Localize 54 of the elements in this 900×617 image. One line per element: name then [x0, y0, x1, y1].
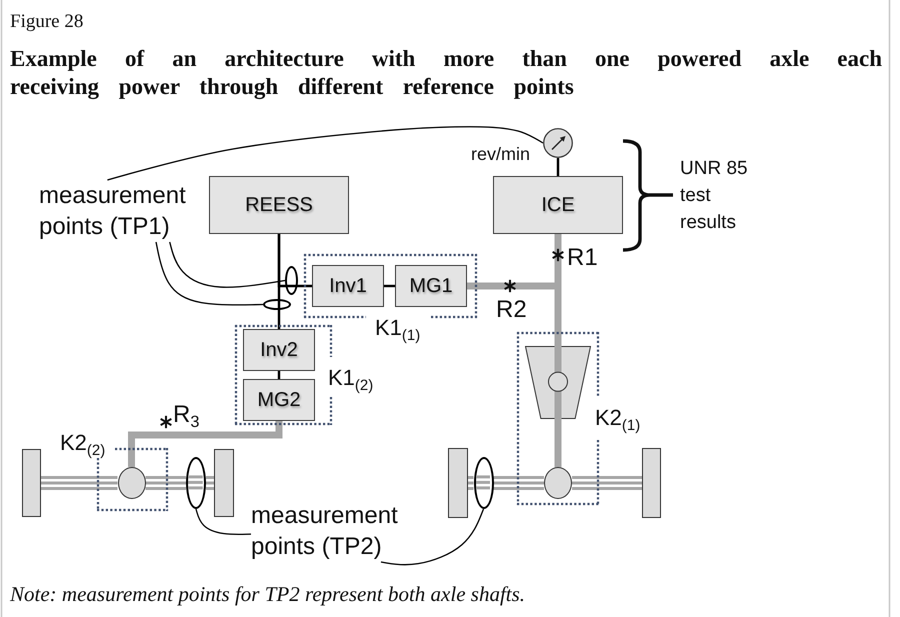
wheel-block	[448, 448, 468, 518]
leader-line	[380, 508, 484, 566]
axle-shaft	[204, 476, 216, 490]
leader-line	[195, 508, 252, 536]
clamp-ring	[285, 266, 298, 295]
component-box	[243, 329, 315, 371]
wire-line	[384, 284, 395, 288]
group-label: K2$_{(2)}$	[60, 430, 106, 456]
group-label: K2$_{(1)}$	[595, 405, 640, 431]
gauge-icon	[543, 128, 573, 158]
component-box	[312, 265, 384, 307]
wire-line	[556, 158, 560, 176]
gauge-label: rev/min	[471, 144, 530, 164]
wheel-block	[214, 449, 234, 517]
clamp-ring	[186, 457, 206, 509]
component-label: Inv1	[329, 274, 367, 298]
axle-shaft	[492, 476, 546, 490]
reference-point-label: R$_{3}$	[173, 403, 200, 427]
group-label: K1$_{(2)}$	[328, 365, 374, 391]
component-label: Inv2	[260, 338, 298, 362]
shaft-line	[128, 421, 282, 467]
component-box	[243, 379, 315, 421]
axle-shaft	[570, 476, 644, 490]
leader-line	[169, 242, 286, 288]
note-text: UNR 85 test results	[680, 157, 749, 235]
reference-point-label: R2	[496, 298, 527, 322]
differential-circle	[544, 467, 572, 499]
component-box	[395, 265, 467, 307]
component-label: MG1	[409, 274, 453, 298]
shaft-line	[554, 419, 562, 467]
leader-line	[107, 126, 544, 181]
callout-text: measurement points (TP1)	[39, 180, 191, 242]
gearbox-trapezoid	[525, 346, 591, 419]
figure-caption: Note: measurement points for TP2 represent both axle shafts.	[10, 582, 526, 606]
component-label: REESS	[245, 193, 313, 217]
wheel-block	[642, 448, 661, 518]
leader-line	[155, 242, 264, 306]
group-label: K1$_{(1)}$	[375, 315, 420, 341]
axle-shaft	[144, 476, 188, 490]
component-label: MG2	[257, 388, 301, 412]
callout-text: measurement points (TP2)	[251, 500, 403, 562]
figure-number: Figure 28	[10, 11, 84, 33]
wheel-block	[22, 449, 41, 517]
wire-line	[278, 234, 280, 329]
reference-point-label: R1	[567, 246, 598, 270]
component-box	[209, 176, 349, 234]
component-label: ICE	[541, 193, 575, 217]
figure-title: Example of an architecture with more than one powered axle each receiving power through different reference points	[10, 45, 882, 101]
axle-shaft	[40, 476, 119, 490]
clamp-ring	[263, 299, 291, 310]
component-box	[493, 176, 623, 234]
differential-circle	[118, 467, 146, 499]
clamp-ring	[474, 457, 494, 509]
axle-shaft	[466, 476, 475, 490]
